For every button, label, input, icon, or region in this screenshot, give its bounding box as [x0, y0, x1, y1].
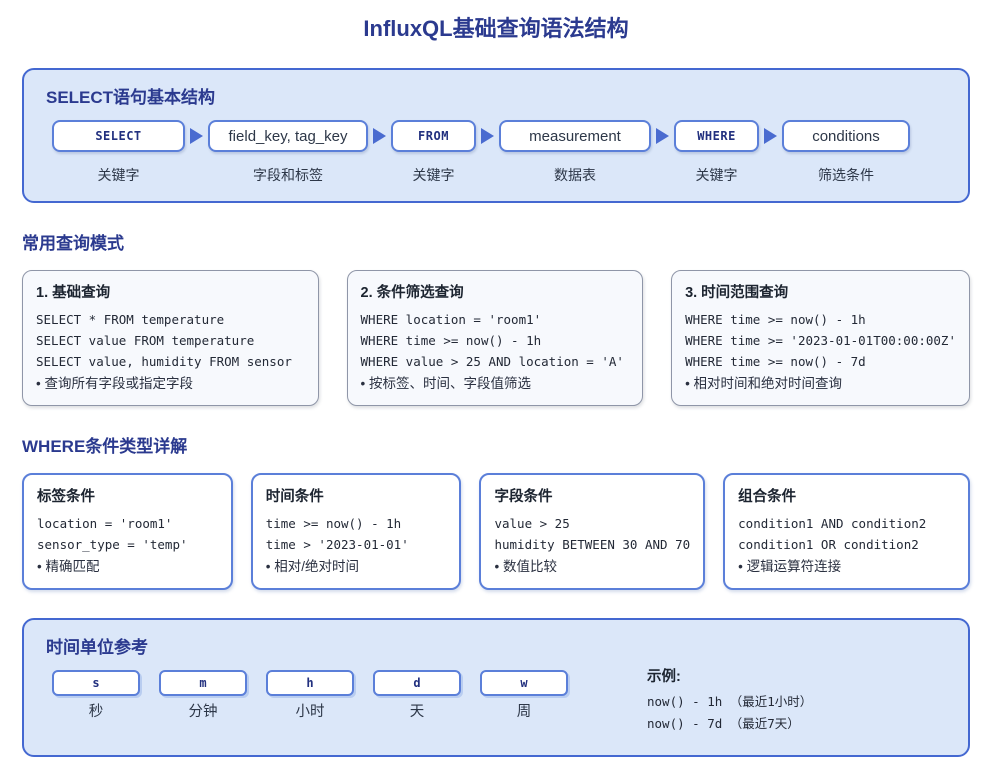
unit-box-s: s: [52, 670, 140, 696]
flow-item-conditions: conditions 筛选条件: [782, 120, 910, 185]
flow-box-field-key: field_key, tag_key: [208, 120, 368, 152]
code-line: condition1 OR condition2: [738, 537, 919, 552]
flow-box-conditions: conditions: [782, 120, 910, 152]
card-note: • 按标签、时间、字段值筛选: [360, 376, 532, 391]
unit-box-d: d: [373, 670, 461, 696]
examples-block: 示例: now() - 1h （最近1小时） now() - 7d （最近7天）: [647, 665, 812, 735]
code-line: SELECT value FROM temperature: [36, 333, 255, 348]
select-structure-panel: SELECT语句基本结构 SELECT 关键字 field_key, tag_k…: [22, 68, 970, 203]
code-line: WHERE value > 25 AND location = 'A': [360, 354, 624, 369]
select-structure-title: SELECT语句基本结构: [46, 88, 216, 107]
unit-item-minutes: m 分钟: [159, 670, 247, 721]
arrow-right-icon: [656, 128, 669, 144]
example-line: now() - 1h （最近1小时）: [647, 694, 813, 709]
card-note: • 相对/绝对时间: [265, 559, 359, 574]
arrow-right-icon: [190, 128, 203, 144]
code-line: sensor_type = 'temp': [37, 537, 188, 552]
flow-item-measurement: measurement 数据表: [499, 120, 651, 185]
card-heading: 标签条件: [37, 489, 95, 505]
unit-item-seconds: s 秒: [52, 670, 140, 721]
time-units-panel: 时间单位参考 s 秒 m 分钟 h 小时 d 天 w 周 示例: now() -…: [22, 618, 970, 757]
code-line: WHERE time >= now() - 1h: [685, 312, 866, 327]
unit-label-weeks: 周: [516, 704, 532, 720]
select-flow: SELECT 关键字 field_key, tag_key 字段和标签 FROM…: [52, 120, 948, 185]
card-heading: 字段条件: [494, 489, 553, 505]
card-heading: 时间条件: [265, 489, 324, 505]
unit-item-days: d 天: [373, 670, 461, 721]
card-note: • 逻辑运算符连接: [738, 559, 842, 574]
query-patterns-title: 常用查询模式: [22, 234, 124, 253]
unit-box-h: h: [266, 670, 354, 696]
where-card-field: 字段条件 value > 25 humidity BETWEEN 30 AND …: [479, 473, 706, 590]
flow-label-conditions: 筛选条件: [818, 167, 874, 183]
flow-box-select: SELECT: [52, 120, 185, 152]
page-title: InfluxQL基础查询语法结构: [363, 16, 629, 41]
pattern-card-timerange: 3. 时间范围查询 WHERE time >= now() - 1h WHERE…: [671, 270, 970, 406]
pattern-card-basic: 1. 基础查询 SELECT * FROM temperature SELECT…: [22, 270, 319, 406]
unit-label-seconds: 秒: [88, 704, 104, 720]
card-heading: 1. 基础查询: [36, 285, 111, 301]
unit-label-hours: 小时: [295, 704, 325, 720]
flow-item-select: SELECT 关键字: [52, 120, 185, 185]
card-note: • 数值比较: [494, 559, 557, 574]
flow-box-measurement: measurement: [499, 120, 651, 152]
unit-item-weeks: w 周: [480, 670, 568, 721]
where-card-combined: 组合条件 condition1 AND condition2 condition…: [723, 473, 971, 590]
card-heading: 组合条件: [738, 489, 797, 505]
flow-label-fields: 字段和标签: [253, 167, 323, 183]
flow-box-from: FROM: [391, 120, 476, 152]
flow-label-from: 关键字: [412, 167, 455, 183]
code-line: WHERE time >= '2023-01-01T00:00:00Z': [685, 333, 956, 348]
arrow-right-icon: [373, 128, 386, 144]
flow-box-where: WHERE: [674, 120, 759, 152]
card-note: • 查询所有字段或指定字段: [36, 376, 193, 391]
unit-box-w: w: [480, 670, 568, 696]
code-line: time > '2023-01-01': [265, 537, 409, 552]
where-types-row: 标签条件 location = 'room1' sensor_type = 't…: [22, 473, 971, 590]
code-line: WHERE time >= now() - 7d: [685, 354, 866, 369]
flow-label-select: 关键字: [97, 167, 140, 183]
code-line: condition1 AND condition2: [738, 516, 927, 531]
arrow-right-icon: [481, 128, 494, 144]
query-patterns-row: 1. 基础查询 SELECT * FROM temperature SELECT…: [22, 270, 970, 406]
pattern-card-filter: 2. 条件筛选查询 WHERE location = 'room1' WHERE…: [346, 270, 644, 406]
unit-label-days: 天: [409, 704, 425, 720]
flow-item-where: WHERE 关键字: [674, 120, 759, 185]
code-line: time >= now() - 1h: [265, 516, 402, 531]
code-line: WHERE time >= now() - 1h: [360, 333, 542, 348]
time-units-title: 时间单位参考: [46, 638, 148, 657]
code-line: location = 'room1': [37, 516, 173, 531]
flow-item-from: FROM 关键字: [391, 120, 476, 185]
code-line: WHERE location = 'room1': [360, 312, 542, 327]
flow-item-fields: field_key, tag_key 字段和标签: [208, 120, 368, 185]
unit-box-m: m: [159, 670, 247, 696]
code-line: humidity BETWEEN 30 AND 70: [494, 537, 691, 552]
unit-label-minutes: 分钟: [188, 704, 218, 720]
flow-label-where: 关键字: [695, 167, 738, 183]
example-line: now() - 7d （最近7天）: [647, 716, 800, 731]
card-heading: 3. 时间范围查询: [685, 285, 789, 301]
flow-label-measurement: 数据表: [554, 167, 596, 183]
card-note: • 相对时间和绝对时间查询: [685, 376, 843, 391]
card-note: • 精确匹配: [37, 559, 100, 574]
where-card-time: 时间条件 time >= now() - 1h time > '2023-01-…: [250, 473, 462, 590]
examples-heading: 示例:: [647, 669, 681, 685]
where-card-tag: 标签条件 location = 'room1' sensor_type = 't…: [22, 473, 233, 590]
code-line: value > 25: [494, 516, 570, 531]
card-heading: 2. 条件筛选查询: [360, 285, 464, 301]
unit-item-hours: h 小时: [266, 670, 354, 721]
code-line: SELECT value, humidity FROM sensor: [36, 354, 292, 369]
time-units-row: s 秒 m 分钟 h 小时 d 天 w 周 示例: now() - 1h （最近…: [52, 669, 948, 735]
arrow-right-icon: [764, 128, 777, 144]
code-line: SELECT * FROM temperature: [36, 312, 225, 327]
where-types-title: WHERE条件类型详解: [22, 437, 188, 456]
